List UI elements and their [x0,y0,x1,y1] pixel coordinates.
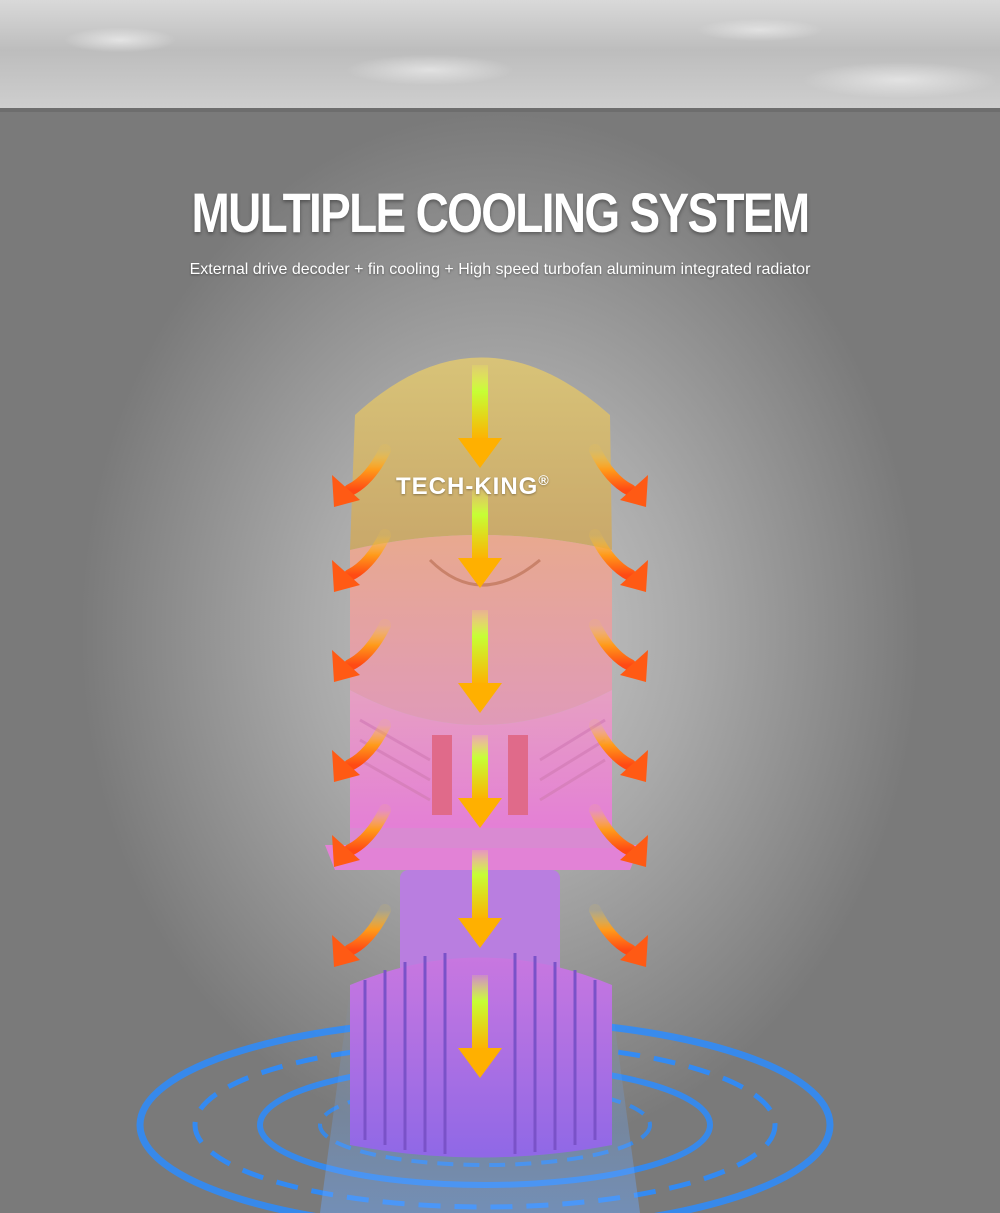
brand-logo: TECH-KING® [396,472,576,501]
brand-name: TECH-KING [396,473,539,500]
water-splash-banner [0,0,1000,112]
center-airflow-arrows [458,365,502,1078]
banner-edge [0,108,1000,113]
led-chip [432,735,452,815]
right-airflow-arrows [589,444,636,956]
left-airflow-arrows [344,444,391,956]
page-subtitle: External drive decoder + fin cooling + H… [189,261,811,278]
registered-mark: ® [538,472,550,488]
page-title: MULTIPLE COOLING SYSTEM [191,181,810,244]
led-chip [508,735,528,815]
